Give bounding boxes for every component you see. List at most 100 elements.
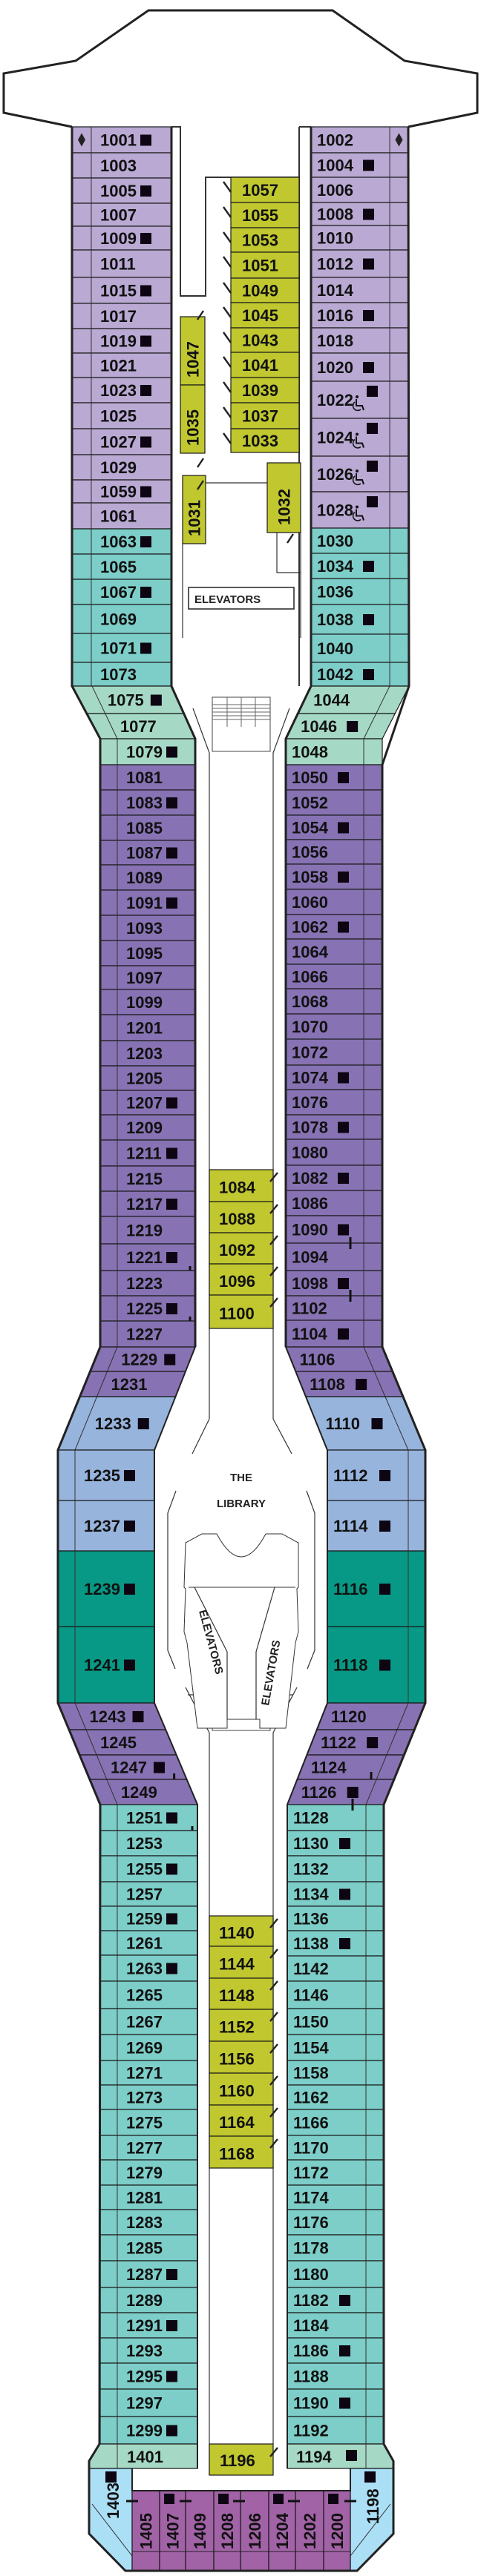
cabin-1034[interactable]: 1034 [310,553,409,579]
cabin-1015[interactable]: 1015 [71,277,172,304]
cabin-1269[interactable]: 1269 [99,2034,198,2061]
cabin-1203[interactable]: 1203 [99,1040,196,1067]
cabin-1019[interactable]: 1019 [71,328,172,354]
cabin-1289[interactable]: 1289 [99,2287,198,2313]
cabin-1249[interactable]: 1249 [88,1779,198,1805]
cabin-1297[interactable]: 1297 [99,2388,198,2417]
cabin-1035[interactable]: 1035 [180,384,206,454]
cabin-1028[interactable]: 1028 [310,491,409,529]
cabin-1201[interactable]: 1201 [99,1014,196,1041]
cabin-1076[interactable]: 1076 [285,1089,383,1116]
cabin-1083[interactable]: 1083 [99,789,196,816]
cabin-1008[interactable]: 1008 [310,202,409,226]
cabin-1158[interactable]: 1158 [287,2060,385,2086]
cabin-1051[interactable]: 1051 [223,251,300,279]
cabin-1033[interactable]: 1033 [223,428,300,453]
cabin-1295[interactable]: 1295 [99,2362,198,2390]
cabin-1267[interactable]: 1267 [99,2008,198,2035]
cabin-1007[interactable]: 1007 [71,202,172,227]
cabin-1217[interactable]: 1217 [99,1190,196,1217]
cabin-1205[interactable]: 1205 [99,1065,196,1091]
cabin-1031[interactable]: 1031 [182,475,206,544]
cabin-1069[interactable]: 1069 [71,604,172,634]
cabin-1023[interactable]: 1023 [71,377,172,403]
cabin-1239[interactable]: 1239 [57,1550,155,1627]
cabin-1184[interactable]: 1184 [287,2312,385,2339]
cabin-1057[interactable]: 1057 [223,177,300,203]
cabin-1086[interactable]: 1086 [285,1190,383,1216]
cabin-1010[interactable]: 1010 [310,225,409,251]
cabin-1152[interactable]: 1152 [209,2009,278,2042]
cabin-1081[interactable]: 1081 [99,764,196,791]
cabin-1038[interactable]: 1038 [310,604,409,635]
cabin-1095[interactable]: 1095 [99,940,196,966]
cabin-1020[interactable]: 1020 [310,352,409,382]
cabin-1044[interactable]: 1044 [297,685,410,714]
cabin-1180[interactable]: 1180 [287,2260,385,2288]
cabin-1277[interactable]: 1277 [99,2135,198,2161]
cabin-1162[interactable]: 1162 [287,2084,385,2110]
cabin-1247[interactable]: 1247 [79,1754,188,1785]
cabin-1275[interactable]: 1275 [99,2109,198,2136]
cabin-1126[interactable]: 1126 [287,1779,395,1805]
cabin-1099[interactable]: 1099 [99,989,196,1015]
cabin-1134[interactable]: 1134 [287,1881,385,1907]
cabin-1047[interactable]: 1047 [180,316,206,386]
cabin-1030[interactable]: 1030 [310,527,409,554]
cabin-1001[interactable]: 1001 [71,126,172,154]
cabin-1293[interactable]: 1293 [99,2337,198,2364]
cabin-1056[interactable]: 1056 [285,839,383,865]
cabin-1223[interactable]: 1223 [99,1270,196,1297]
cabin-1017[interactable]: 1017 [71,303,172,329]
cabin-1285[interactable]: 1285 [99,2234,198,2262]
cabin-1229[interactable]: 1229 [89,1346,196,1372]
cabin-1037[interactable]: 1037 [223,402,300,429]
cabin-1027[interactable]: 1027 [71,428,172,455]
cabin-1080[interactable]: 1080 [285,1139,383,1166]
cabin-1042[interactable]: 1042 [310,662,409,687]
cabin-1190[interactable]: 1190 [287,2388,385,2417]
cabin-1061[interactable]: 1061 [71,502,172,530]
cabin-1093[interactable]: 1093 [99,915,196,941]
cabin-1052[interactable]: 1052 [285,789,383,816]
cabin-1186[interactable]: 1186 [287,2337,385,2364]
cabin-1281[interactable]: 1281 [99,2184,198,2210]
cabin-1097[interactable]: 1097 [99,965,196,990]
cabin-1176[interactable]: 1176 [287,2209,385,2236]
cabin-1136[interactable]: 1136 [287,1905,385,1931]
cabin-1265[interactable]: 1265 [99,1980,198,2009]
cabin-1059[interactable]: 1059 [71,479,172,504]
cabin-1096[interactable]: 1096 [209,1263,278,1296]
cabin-1407[interactable]: 1407 [159,2490,186,2572]
cabin-1004[interactable]: 1004 [310,152,409,178]
cabin-1138[interactable]: 1138 [287,1930,385,1957]
cabin-1088[interactable]: 1088 [209,1201,278,1233]
cabin-1409[interactable]: 1409 [185,2490,215,2572]
cabin-1114[interactable]: 1114 [327,1500,426,1552]
cabin-1188[interactable]: 1188 [287,2362,385,2390]
cabin-1106[interactable]: 1106 [285,1346,393,1372]
cabin-1063[interactable]: 1063 [71,528,172,555]
cabin-1068[interactable]: 1068 [285,988,383,1015]
cabin-1012[interactable]: 1012 [310,249,409,278]
cabin-1227[interactable]: 1227 [99,1320,196,1348]
cabin-1036[interactable]: 1036 [310,578,409,605]
cabin-1065[interactable]: 1065 [71,553,172,580]
cabin-1085[interactable]: 1085 [99,814,196,841]
cabin-1211[interactable]: 1211 [99,1139,196,1167]
cabin-1225[interactable]: 1225 [99,1295,196,1327]
cabin-1071[interactable]: 1071 [71,633,172,663]
cabin-1003[interactable]: 1003 [71,152,172,179]
cabin-1025[interactable]: 1025 [71,402,172,429]
cabin-1287[interactable]: 1287 [99,2260,198,2288]
cabin-1043[interactable]: 1043 [223,327,300,353]
cabin-1005[interactable]: 1005 [71,177,172,204]
cabin-1166[interactable]: 1166 [287,2109,385,2136]
cabin-1014[interactable]: 1014 [310,277,409,303]
cabin-1130[interactable]: 1130 [287,1830,385,1857]
cabin-1283[interactable]: 1283 [99,2209,198,2236]
cabin-1156[interactable]: 1156 [209,2040,278,2074]
cabin-1074[interactable]: 1074 [285,1064,383,1090]
cabin-1271[interactable]: 1271 [99,2060,198,2086]
cabin-1291[interactable]: 1291 [99,2312,198,2339]
